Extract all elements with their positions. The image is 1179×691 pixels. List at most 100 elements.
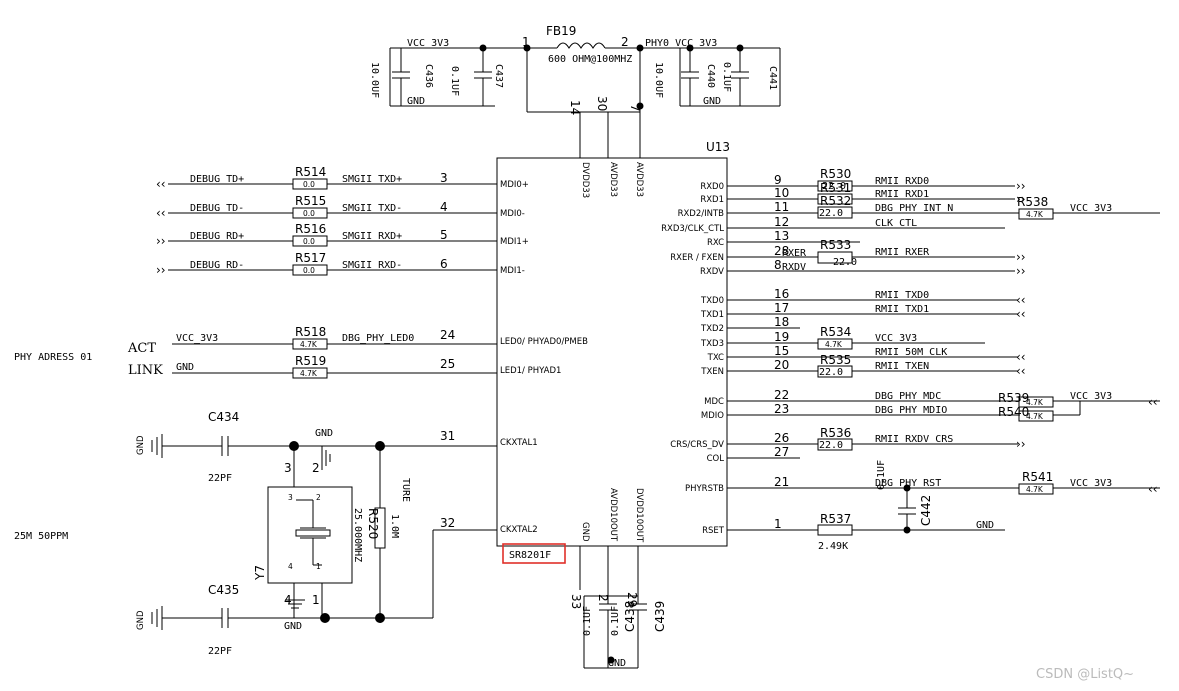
chip-left-pin-num: 31: [440, 429, 455, 443]
fb19-ref: FB19: [546, 24, 576, 38]
r535-value: 22.0: [819, 367, 843, 378]
r540-ref: R540: [998, 405, 1029, 419]
r530-ref: R530: [820, 167, 851, 181]
c435-ref: C435: [208, 583, 239, 597]
c437-value: 0.1UF: [449, 66, 460, 96]
chip-body: [496, 157, 728, 547]
debug-net-name: DEBUG_RD-: [190, 260, 244, 271]
c441-value: 0.1UF: [721, 62, 732, 92]
chip-right-pin-name: COL: [707, 454, 725, 464]
debug-net-arrow: ››: [156, 234, 166, 248]
c438-value: 0.1UF: [582, 606, 593, 636]
debug-net-arrow: ››: [156, 263, 166, 277]
r537-value: 2.49K: [818, 541, 848, 552]
svg-text:››: ››: [1016, 264, 1026, 278]
debug-signal-name: SMGII_TXD-: [342, 203, 402, 214]
txen-net: RMII_TXEN: [875, 361, 929, 372]
gnd-left-label: GND: [407, 96, 425, 107]
y7-pin1: 1: [312, 593, 320, 607]
debug-resistor: [292, 178, 328, 190]
chip-left-pin-num: 25: [440, 357, 455, 371]
bottom-caps-section: 33 2 29 0.1UF 0.1UF C438 C439 GND: [569, 546, 667, 669]
chip-right-pin-num: 1: [774, 517, 782, 531]
chip-left-pin-name: CKXTAL2: [500, 525, 538, 535]
chip-right-pin-num: 21: [774, 475, 789, 489]
y7-inner-4: 4: [288, 562, 293, 571]
txd0-net: RMII_TXD0: [875, 290, 929, 301]
c435-value: 22PF: [208, 646, 232, 657]
r534-value: 4.7K: [825, 340, 843, 349]
debug-resistor-ref: R514: [295, 165, 326, 179]
chip-right-pin-num: 26: [774, 431, 789, 445]
rxer-net: RMII_RXER: [875, 247, 930, 258]
chip-right-pin-name: MDC: [704, 397, 724, 407]
gnd-crystal-bottom: GND: [284, 621, 302, 632]
debug-net-arrow: ‹‹: [156, 177, 166, 191]
y7-pin4: 4: [284, 593, 292, 607]
r531-ref: R531: [820, 181, 851, 195]
c436-value: 10.0UF: [369, 62, 380, 98]
chip-left-pin-num: 32: [440, 516, 455, 530]
r530-value: 22.0: [822, 181, 846, 192]
crystal-y7-body: [267, 486, 353, 584]
chip-right-pin-num: 20: [774, 358, 789, 372]
r534-vcc: VCC_3V3: [875, 333, 917, 344]
pin29-label: 29: [625, 592, 639, 607]
r534-ref: R534: [820, 325, 851, 339]
crystal-spec-label: 25M 50PPM: [14, 531, 68, 542]
y7-inner-2: 2: [316, 493, 321, 502]
chip-part-highlight: [502, 543, 566, 564]
c436-ref: C436: [423, 64, 434, 88]
debug-resistor-value: 0.0: [303, 209, 315, 218]
chip-left-pin-num: 5: [440, 228, 448, 242]
svg-text:‹‹: ‹‹: [1016, 364, 1026, 378]
debug-resistor: [292, 235, 328, 247]
rxer-small: RXER: [782, 248, 807, 259]
chip-right-pin-name: TXD3: [700, 339, 724, 349]
gnd-c434: GND: [136, 435, 146, 455]
debug-signal-name: SMGII_RXD-: [342, 260, 402, 271]
chip-left-pin-name: CKXTAL1: [500, 438, 538, 448]
fb19-pin2: 2: [621, 35, 629, 49]
chip-right-pin-num: 23: [774, 402, 789, 416]
chip-right-pin-name: RXD1: [700, 195, 724, 205]
debug-resistor-ref: R516: [295, 222, 326, 236]
chip-right-pin-name: TXD1: [700, 310, 724, 320]
fb19-pin1: 1: [522, 35, 530, 49]
debug-signal-name: SMGII_TXD+: [342, 174, 402, 185]
pin2-label: 2: [596, 594, 610, 602]
chip-left-pin-name: MDI0+: [500, 180, 529, 190]
svg-text:››: ››: [1016, 250, 1026, 264]
r541-vcc: VCC_3V3: [1070, 478, 1112, 489]
chip-ref: U13: [706, 140, 730, 154]
r539-value: 4.7K: [1026, 398, 1044, 407]
c442-value: 0.1UF: [876, 460, 887, 490]
debug-resistor: [292, 264, 328, 276]
chip-right-pin-name: RXDV: [700, 267, 724, 277]
chip-left-pin-num: 3: [440, 171, 448, 185]
right-nets: R530 22.0 RMII_RXD0 ›› R531 RMII_RXD1 ››…: [727, 167, 1160, 552]
r520-ref: R520: [366, 508, 380, 539]
bottom-pin-avdd10out: AVDD10OUT: [608, 488, 618, 542]
svg-text:››: ››: [1016, 192, 1026, 206]
ture-label: TURE: [400, 478, 411, 502]
chip-u13: U13 SR8201F DVDD33 AVDD33 AVDD33 GND AVD…: [440, 140, 789, 564]
chip-right-pin-num: 17: [774, 301, 789, 315]
chip-right-pin-name: RSET: [702, 526, 725, 536]
y7-inner-1: 1: [316, 562, 321, 571]
rxd0-net: RMII_RXD0: [875, 176, 929, 187]
r535-ref: R535: [820, 353, 851, 367]
debug-net-name: DEBUG_TD-: [190, 203, 244, 214]
y7-pin3: 3: [284, 461, 292, 475]
svg-text:››: ››: [1016, 437, 1026, 451]
chip-right-pin-name: RXD3/CLK_CTL: [661, 224, 724, 234]
pin7-label: 7: [628, 104, 642, 112]
rset-gnd: GND: [976, 520, 994, 531]
c434-ref: C434: [208, 410, 239, 424]
pin33-label: 33: [569, 594, 583, 609]
chip-right-pin-name: TXC: [707, 353, 724, 363]
debug-net-arrow: ‹‹: [156, 206, 166, 220]
svg-text:››: ››: [1016, 179, 1026, 193]
